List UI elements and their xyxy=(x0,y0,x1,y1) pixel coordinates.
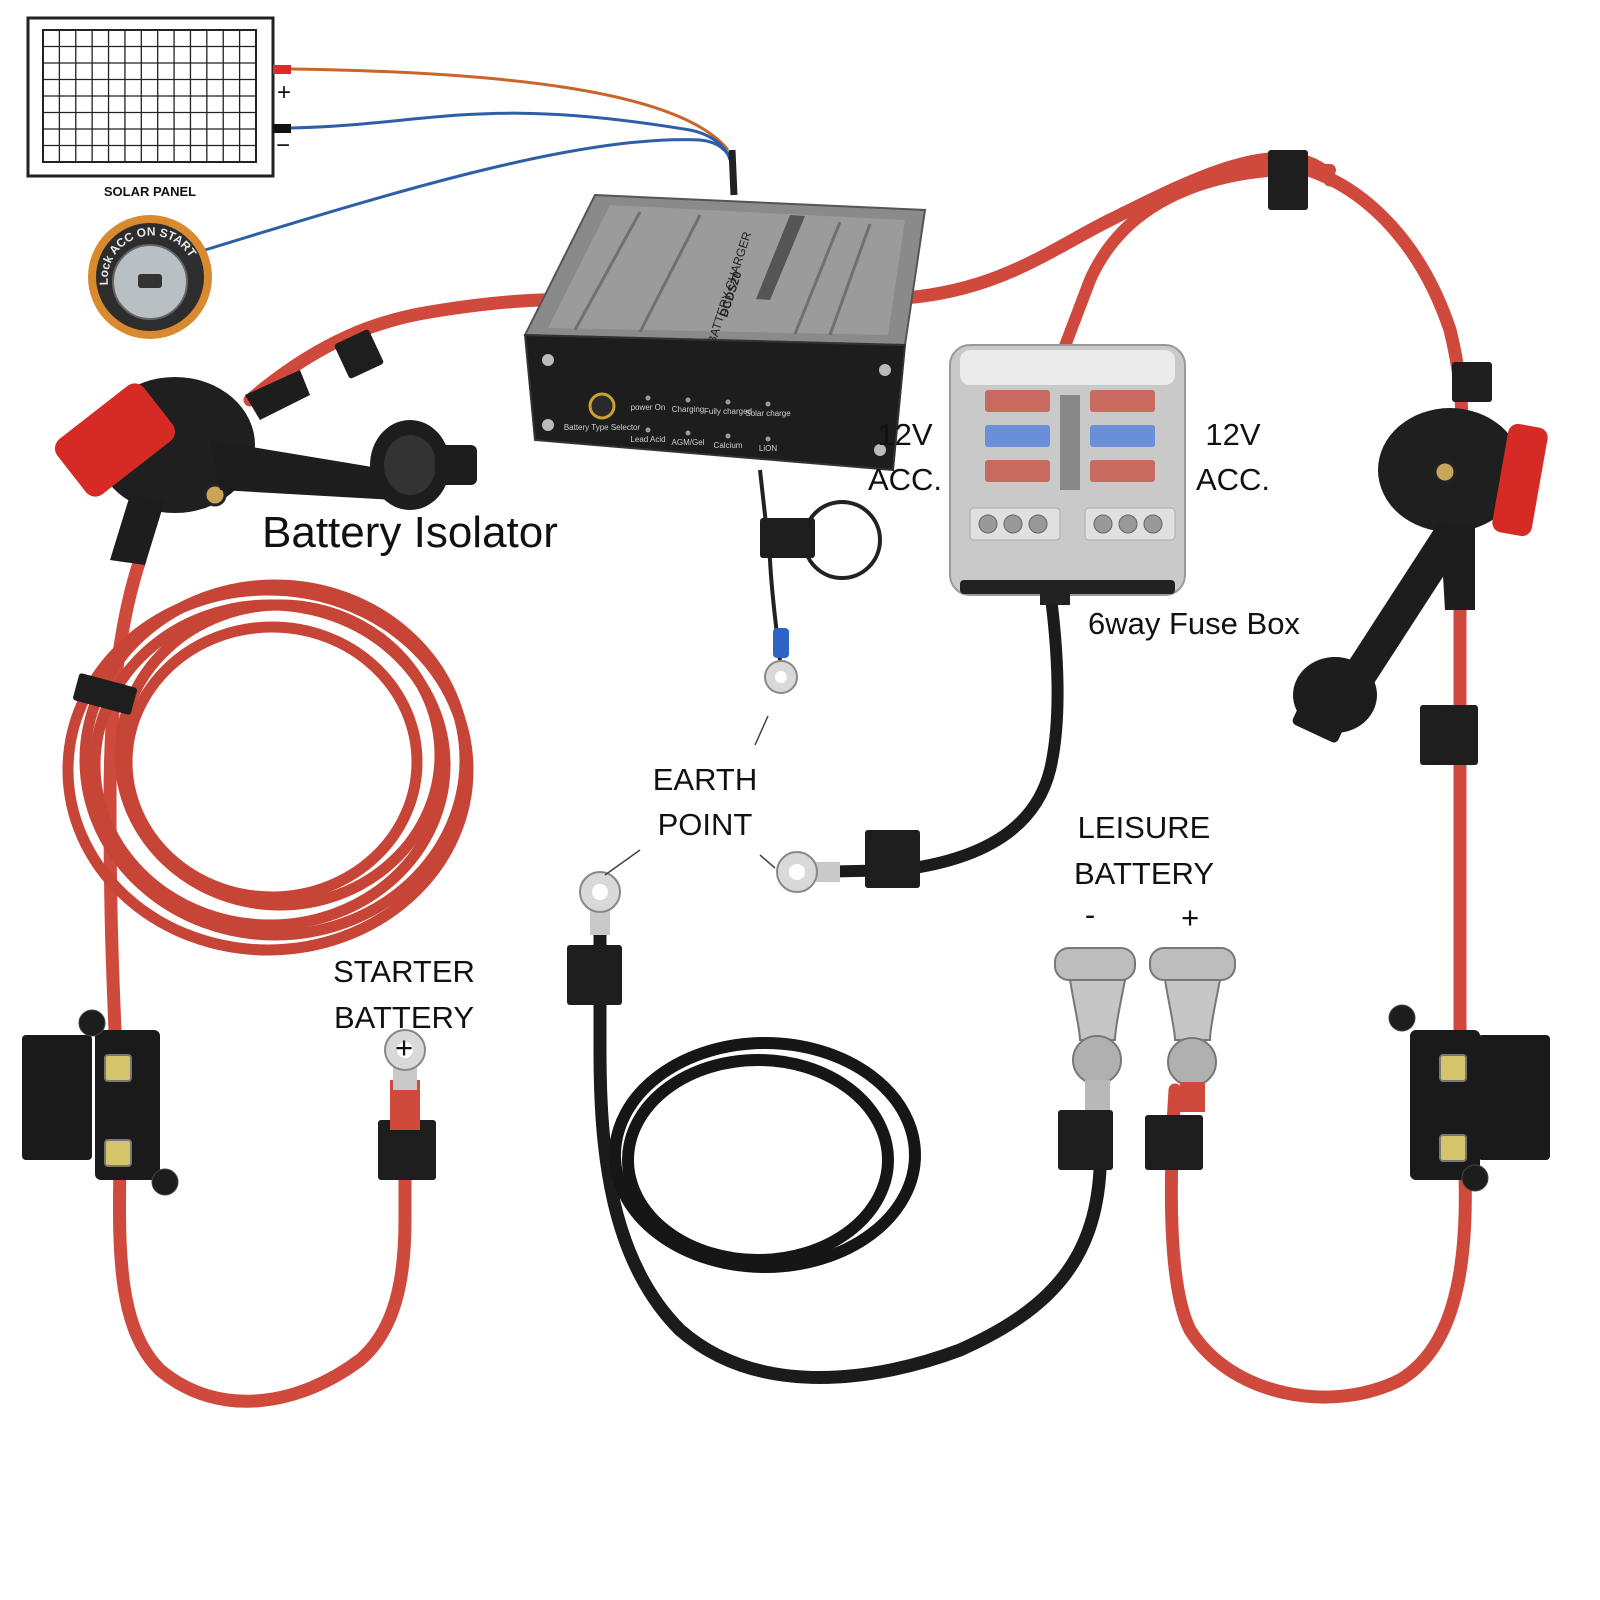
isolator-left-red-key[interactable] xyxy=(50,379,180,502)
leisure-minus-sign: - xyxy=(1085,897,1095,932)
isolator-right-red-key[interactable] xyxy=(1491,422,1549,537)
charger-screw xyxy=(542,419,554,431)
charger-battery-type-label: Lead Acid xyxy=(630,435,665,444)
fuse-holder-left xyxy=(22,1009,179,1196)
charger-screw xyxy=(879,364,891,376)
earth-point-leader-lines xyxy=(604,715,776,876)
fuse-box xyxy=(949,344,1186,605)
fuse-holder-right xyxy=(1388,1004,1550,1192)
leisure-battery-negative-clamp xyxy=(1054,947,1136,1110)
solar-plus-terminal xyxy=(273,65,291,74)
cable-charger-to-fuse-box xyxy=(898,151,1337,305)
coil-loop xyxy=(62,584,474,956)
solar-negative-wire xyxy=(290,111,732,161)
cable-isolator-to-charger xyxy=(243,293,597,407)
acc-right-line1: 12V xyxy=(1205,417,1260,452)
charger-led xyxy=(725,433,731,439)
starter-plus-sign: + xyxy=(395,1030,413,1065)
battery-charger: DCDS20 BATTERY CHARGER Battery Type Sele… xyxy=(523,193,927,472)
cable-leisure-positive-loop xyxy=(1164,1083,1472,1404)
ignition-wire xyxy=(204,138,735,252)
fuse xyxy=(985,425,1050,447)
battery-isolator-label: Battery Isolator xyxy=(262,508,558,557)
earth-ring-terminal-right xyxy=(776,851,840,893)
solar-minus-terminal xyxy=(273,124,291,133)
leisure-plus-sign: + xyxy=(1181,900,1199,935)
fuse xyxy=(985,390,1050,412)
cable-right-isolator-feed xyxy=(1283,158,1469,437)
leisure-battery-line2: BATTERY xyxy=(1074,856,1214,891)
acc-right-line2: ACC. xyxy=(1196,462,1270,497)
charger-input-lead xyxy=(728,149,738,196)
solar-plus-sign: + xyxy=(277,79,291,106)
starter-battery-ring-terminal xyxy=(384,1029,426,1130)
solar-panel-label: SOLAR PANEL xyxy=(104,184,196,199)
cable-earth-to-leisure-negative xyxy=(593,928,1107,1384)
battery-type-selector-button[interactable] xyxy=(588,392,616,420)
solar-positive-wire xyxy=(290,67,730,151)
coil-loop xyxy=(114,599,446,911)
leisure-battery-positive-clamp xyxy=(1149,947,1236,1112)
charger-earth-ring-terminal xyxy=(764,628,798,694)
starter-battery-line2: BATTERY xyxy=(334,1000,474,1035)
charger-battery-type-label: LiON xyxy=(759,444,777,453)
fuse xyxy=(985,460,1050,482)
charger-led xyxy=(685,430,691,436)
charger-led-label: Solar charge xyxy=(745,409,791,418)
fuse xyxy=(1090,425,1155,447)
charger-led xyxy=(765,436,771,442)
coil-loop xyxy=(121,621,423,903)
cable-fuse-box-feed xyxy=(1054,163,1336,366)
leisure-battery-line1: LEISURE xyxy=(1078,810,1211,845)
coiled-black-cable xyxy=(609,1037,921,1273)
earth-point-line1: EARTH xyxy=(653,762,758,797)
solar-panel-grid xyxy=(43,30,256,162)
charger-led xyxy=(645,395,651,401)
charger-led xyxy=(645,427,651,433)
earth-ring-terminal-left xyxy=(579,871,621,935)
charger-led-label: Fully charged xyxy=(704,407,752,416)
battery-isolator-right xyxy=(1292,408,1549,743)
charger-battery-type-label: AGM/Gel xyxy=(672,438,705,447)
charger-screw xyxy=(542,354,554,366)
earth-point-line2: POINT xyxy=(658,807,753,842)
starter-battery-line1: STARTER xyxy=(333,954,475,989)
charger-led xyxy=(765,401,771,407)
ignition-switch: Lock ACC ON START xyxy=(88,215,212,339)
fuse xyxy=(1090,390,1155,412)
cable-fuse-box-earth xyxy=(804,584,1064,878)
battery-isolator-left xyxy=(50,370,477,565)
cable-left-isolator-down xyxy=(103,553,147,1037)
charger-battery-type-label: Calcium xyxy=(714,441,743,450)
charger-led xyxy=(725,399,731,405)
solar-minus-sign: − xyxy=(276,132,290,159)
cable-clips xyxy=(73,150,1492,1180)
selector-label: Battery Type Selector xyxy=(564,423,641,432)
charger-led-label: power On xyxy=(631,403,666,412)
charger-screw xyxy=(874,444,886,456)
acc-left-line2: ACC. xyxy=(868,462,942,497)
fuse xyxy=(1090,460,1155,482)
charger-earth-lead-loop xyxy=(802,500,882,580)
charger-led xyxy=(685,397,691,403)
coiled-red-cable xyxy=(62,579,474,956)
charger-led-label: Charging xyxy=(672,405,704,414)
solar-panel: + − SOLAR PANEL xyxy=(26,16,291,199)
cable-starter-battery-loop xyxy=(112,1063,412,1408)
fuse-box-label: 6way Fuse Box xyxy=(1088,606,1300,641)
acc-left-line1: 12V xyxy=(877,417,932,452)
